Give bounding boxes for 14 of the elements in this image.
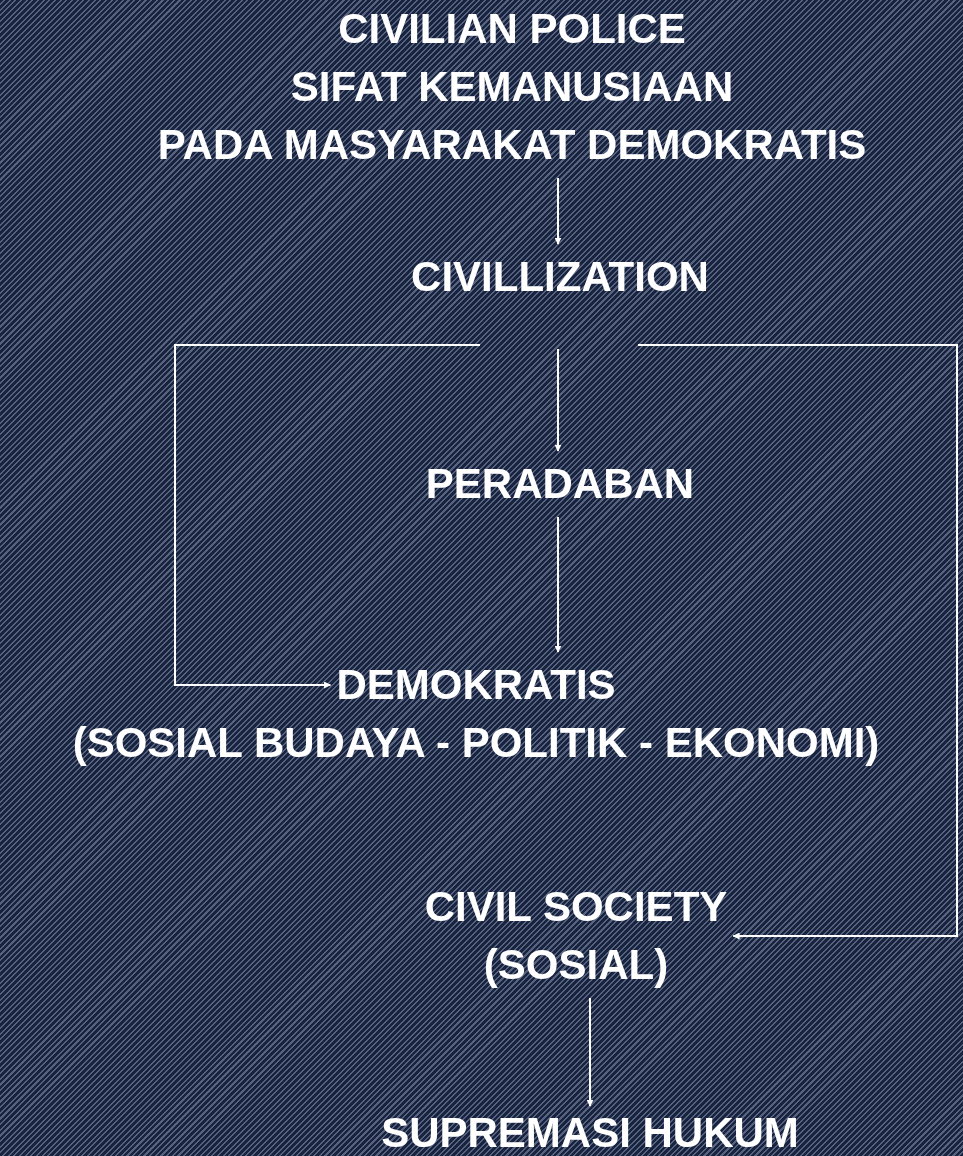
node-label: PERADABAN xyxy=(425,459,695,509)
node-label: CIVILIAN POLICE xyxy=(338,4,686,54)
node-label: CIVILLIZATION xyxy=(411,252,709,302)
node-label: (SOSIAL BUDAYA - POLITIK - EKONOMI) xyxy=(72,718,880,768)
node-label: SUPREMASI HUKUM xyxy=(381,1110,799,1156)
arrow xyxy=(174,344,481,689)
arrow xyxy=(554,177,562,245)
node-label: DEMOKRATIS xyxy=(336,660,616,710)
arrow xyxy=(554,348,562,452)
node-label: (SOSIAL) xyxy=(483,940,669,990)
arrow xyxy=(554,516,562,653)
node-label: SIFAT KEMANUSIAAN xyxy=(290,62,734,112)
node-label: PADA MASYARAKAT DEMOKRATIS xyxy=(157,120,867,170)
node-label: CIVIL SOCIETY xyxy=(424,882,728,932)
